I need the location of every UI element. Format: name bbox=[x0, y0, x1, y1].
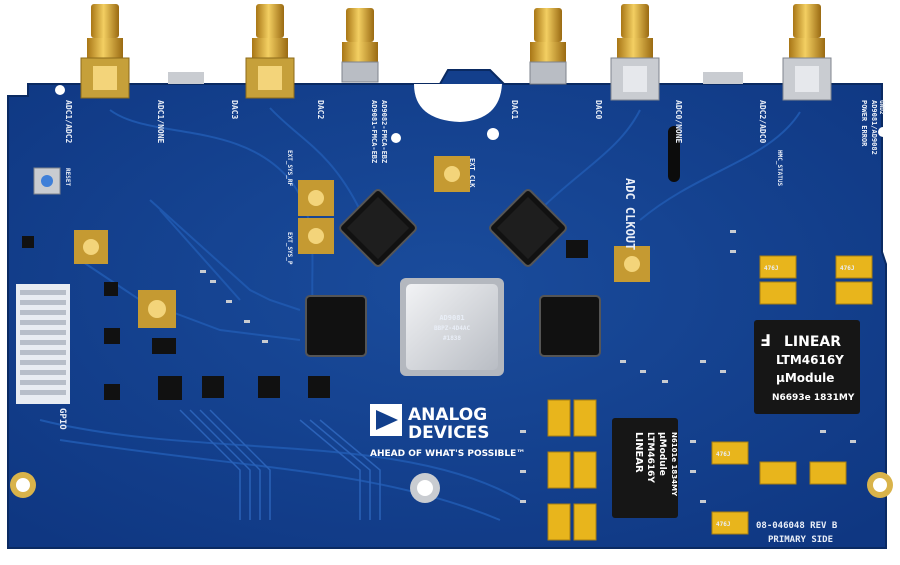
traces bbox=[39, 107, 801, 521]
label-dac3: DAC3 bbox=[230, 100, 239, 119]
ltm-brand: LINEAR bbox=[784, 334, 841, 350]
ad-triangle-icon bbox=[376, 410, 398, 430]
ltm-part: LTM4616Y bbox=[645, 432, 655, 483]
ltm-module-large: LINEAR LTM4616Y µModule N6693e 1831MY Ⅎ bbox=[754, 320, 860, 414]
reset-button bbox=[33, 167, 61, 195]
tantalum-caps: 476J 476J 476J 476J bbox=[547, 255, 873, 541]
label-reset: RESET bbox=[64, 168, 71, 186]
chip-mark: BBPZ-4D4AC bbox=[434, 325, 471, 332]
label-adc0-none: ADC0/NONE bbox=[674, 100, 683, 144]
sma-connectors bbox=[80, 4, 832, 101]
ltm-brand: LINEAR bbox=[633, 432, 644, 473]
label-ext-sys-rf: EXT_SYS_RF bbox=[286, 150, 293, 187]
label-gnd: GND2 bbox=[878, 100, 885, 115]
label-dac0: DAC0 bbox=[594, 100, 603, 119]
cap-label: 476J bbox=[840, 265, 854, 272]
sma-connector-adc2 bbox=[782, 4, 832, 101]
label-ad9081-9082: AD9081/AD9082 bbox=[870, 100, 878, 155]
label-hmc-status: HMC_STATUS bbox=[776, 150, 783, 187]
baluns bbox=[305, 189, 601, 357]
label-adc1-adc2: ADC1/ADC2 bbox=[64, 100, 73, 144]
ltm-code: N6101e 1834MY bbox=[670, 432, 678, 497]
gpio-header bbox=[16, 284, 70, 404]
mmcx-connectors bbox=[74, 156, 650, 328]
cap-label: 476J bbox=[764, 265, 778, 272]
board-notch bbox=[414, 84, 502, 122]
edge-pad bbox=[703, 72, 743, 84]
label-dac2: DAC2 bbox=[316, 100, 325, 119]
analog-devices-logo: ANALOG DEVICES AHEAD OF WHAT'S POSSIBLE™ bbox=[370, 404, 525, 459]
label-gpio: GPIO bbox=[57, 408, 67, 430]
edge-pad bbox=[168, 72, 204, 84]
ltm-module-small: LINEAR LTM4616Y µModule N6101e 1834MY bbox=[612, 418, 678, 518]
sma-connector-dac0 bbox=[610, 4, 660, 101]
label-power-error: POWER ERROR bbox=[860, 100, 868, 147]
label-ext-sys-p: EXT_SYS_P bbox=[286, 232, 293, 265]
smd-components bbox=[200, 230, 856, 503]
cap-label: 476J bbox=[716, 521, 730, 528]
label-part1: AD9081-FMCA-EBZ bbox=[370, 100, 378, 163]
main-chip: AD9081 BBPZ-4D4AC #1838 bbox=[400, 278, 504, 376]
label-adc1-none: ADC1/NONE bbox=[156, 100, 165, 144]
sma-connector-dac2 bbox=[341, 8, 379, 83]
sma-connector-adc1 bbox=[80, 4, 130, 99]
sma-connector-dac3 bbox=[245, 4, 295, 99]
label-side: PRIMARY SIDE bbox=[768, 535, 833, 545]
cap-label: 476J bbox=[716, 451, 730, 458]
label-adc-clkout: ADC CLKOUT bbox=[623, 178, 637, 250]
label-adc2-adc0: ADC2/ADC0 bbox=[758, 100, 767, 144]
small-ics bbox=[22, 236, 588, 400]
label-ext-clk: EXT CLK bbox=[468, 158, 476, 188]
label-part2: AD9082-FMCA-EBZ bbox=[380, 100, 388, 163]
ltm-code: N6693e 1831MY bbox=[772, 393, 855, 403]
brand-bottom: DEVICES bbox=[408, 423, 490, 443]
ltm-sub: µModule bbox=[657, 432, 667, 476]
silkscreen: ADC1/ADC2 ADC1/NONE DAC3 DAC2 DAC1 DAC0 … bbox=[57, 100, 885, 545]
chip-mark: #1838 bbox=[443, 335, 461, 342]
tagline: AHEAD OF WHAT'S POSSIBLE™ bbox=[370, 449, 525, 459]
sma-connector-dac1 bbox=[529, 8, 567, 85]
ltm-sub: µModule bbox=[776, 371, 834, 385]
brand-top: ANALOG bbox=[408, 405, 487, 425]
standoff-post bbox=[668, 126, 680, 182]
mounting-holes bbox=[10, 85, 893, 503]
label-rev: 08-046048 REV B bbox=[756, 521, 838, 531]
bus-traces bbox=[179, 409, 381, 520]
linear-logo-icon: Ⅎ bbox=[760, 331, 771, 350]
chip-mark: AD9081 bbox=[439, 314, 464, 322]
ltm-part: LTM4616Y bbox=[776, 353, 844, 367]
label-dac1: DAC1 bbox=[510, 100, 519, 119]
